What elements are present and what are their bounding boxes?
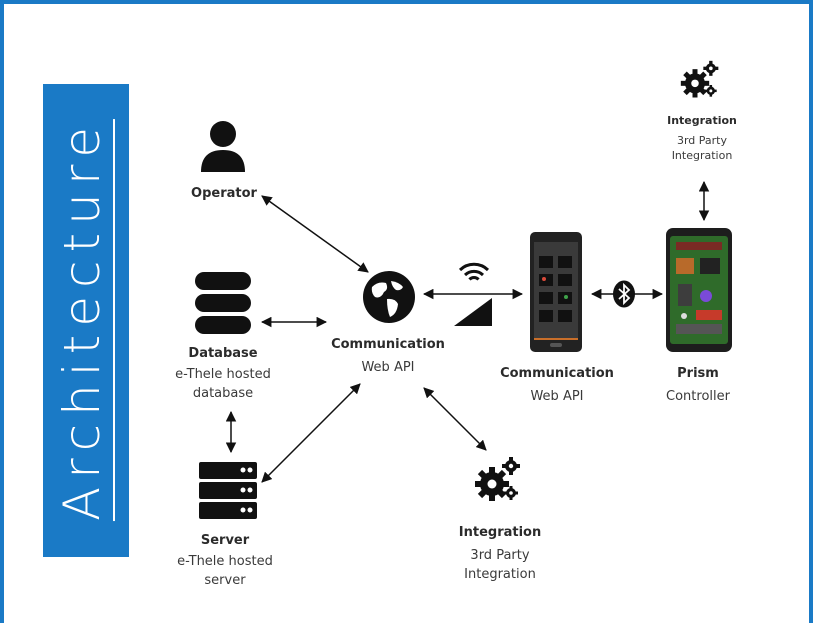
gears-icon-top [680, 60, 720, 100]
communication-web-subtitle: Web API [361, 360, 415, 375]
database-label: Database e-Thele hosted database [175, 346, 271, 403]
phone-icon [530, 232, 582, 352]
communication-phone-title: Communication [500, 366, 614, 381]
server-line2: server [204, 573, 246, 588]
integration-bottom-title: Integration [458, 525, 542, 540]
bluetooth-icon [612, 280, 636, 308]
wifi-icon [454, 258, 494, 328]
side-banner [43, 84, 129, 557]
circuit-board-icon [666, 228, 732, 352]
operator-label: Operator [191, 186, 257, 201]
integration-top-line2: Integration [671, 149, 733, 162]
integration-bottom-line1: 3rd Party [470, 548, 530, 563]
integration-top-line1: 3rd Party [676, 134, 728, 147]
globe-icon [362, 270, 416, 324]
arrow-operator-globe [261, 195, 369, 273]
database-line1: e-Thele hosted [175, 367, 271, 382]
arrow-globe-integration [423, 387, 487, 451]
communication-phone-label: Communication Web API [500, 366, 614, 406]
person-icon [198, 118, 248, 172]
operator-title: Operator [191, 186, 257, 201]
server-line1: e-Thele hosted [177, 554, 273, 569]
database-line2: database [192, 386, 254, 401]
prism-title: Prism [677, 366, 719, 381]
integration-top-label: Integration 3rd Party Integration [667, 114, 737, 163]
prism-subtitle: Controller [666, 389, 730, 404]
communication-web-label: Communication Web API [331, 337, 445, 377]
integration-bottom-label: Integration 3rd Party Integration [459, 525, 541, 584]
integration-top-title: Integration [667, 114, 737, 127]
integration-bottom-line2: Integration [464, 567, 536, 582]
database-title: Database [188, 346, 258, 361]
gears-icon-bottom [474, 456, 522, 504]
server-label: Server e-Thele hosted server [177, 533, 273, 590]
arrow-server-globe [261, 383, 361, 483]
prism-label: Prism Controller [666, 366, 730, 406]
server-icon [199, 462, 257, 520]
communication-phone-subtitle: Web API [530, 389, 584, 404]
server-title: Server [200, 533, 250, 548]
communication-web-title: Communication [331, 337, 445, 352]
database-icon [195, 272, 251, 334]
